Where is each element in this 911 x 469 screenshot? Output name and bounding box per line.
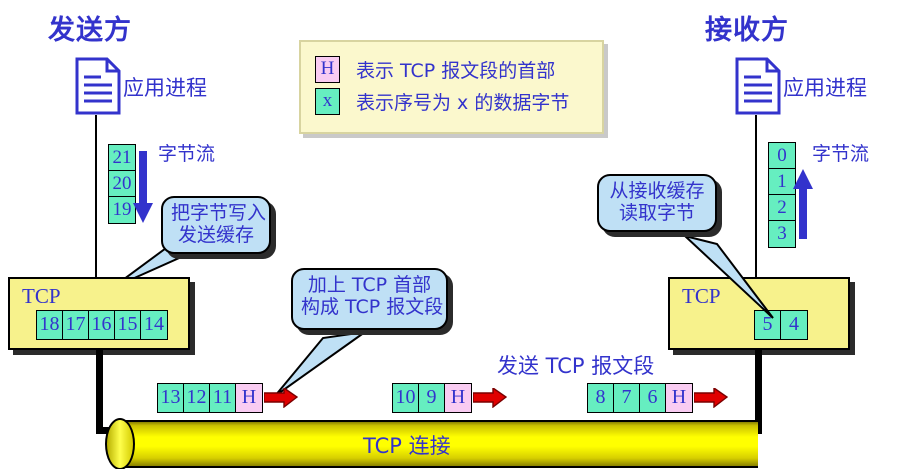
byte-stream-right: 0 1 2 3 bbox=[768, 142, 796, 248]
buffer-cell: 14 bbox=[141, 311, 167, 339]
legend-row-header: H 表示 TCP 报文段的首部 bbox=[315, 56, 588, 83]
tcp-send-buffer-cells: 18 17 16 15 14 bbox=[36, 310, 168, 340]
segment-data-cell: 9 bbox=[419, 384, 445, 412]
connector-line-left-app-to-tcp bbox=[95, 115, 97, 277]
legend-text-data: 表示序号为 x 的数据字节 bbox=[356, 92, 570, 114]
tcp-connection-pipe-cap-left bbox=[105, 418, 135, 469]
segment-data-cell: 7 bbox=[614, 384, 640, 412]
byte-stream-arrow-up-icon bbox=[793, 169, 813, 239]
callout-write-bytes-line2: 发送缓存 bbox=[177, 224, 254, 247]
callout-read-bytes-line2: 读取字节 bbox=[618, 202, 695, 225]
callout-read-bytes-line1: 从接收缓存 bbox=[609, 180, 705, 202]
segment-header-cell: H bbox=[445, 384, 471, 412]
buffer-cell: 4 bbox=[781, 311, 807, 339]
tcp-connection-pipe bbox=[118, 420, 758, 468]
segment-header-cell: H bbox=[236, 384, 262, 412]
buffer-cell: 17 bbox=[63, 311, 89, 339]
byte-stream-left: 21 20 19 bbox=[108, 144, 136, 224]
legend-swatch-header: H bbox=[315, 56, 340, 83]
application-process-icon-right bbox=[735, 57, 781, 115]
segment-3: 8 7 6 H bbox=[587, 383, 693, 413]
legend-swatch-data: x bbox=[315, 88, 340, 115]
tcp-receive-label: TCP bbox=[682, 284, 721, 308]
connector-line-left-tcp-to-pipe bbox=[96, 350, 103, 434]
callout-write-bytes-line1: 把字节写入 bbox=[171, 202, 267, 224]
byte-cell: 3 bbox=[769, 221, 795, 247]
segment-data-cell: 12 bbox=[184, 384, 210, 412]
tcp-connection-label: TCP 连接 bbox=[363, 434, 451, 458]
segment-2-arrow-icon bbox=[473, 388, 507, 408]
buffer-cell: 15 bbox=[115, 311, 141, 339]
callout-add-header-line1: 加上 TCP 首部 bbox=[307, 274, 432, 296]
buffer-cell: 16 bbox=[89, 311, 115, 339]
application-process-icon-left bbox=[75, 57, 121, 115]
callout-tail-read-bytes bbox=[684, 235, 774, 319]
segment-2: 10 9 H bbox=[392, 383, 472, 413]
byte-stream-arrow-down-icon bbox=[133, 151, 153, 223]
application-process-label-right: 应用进程 bbox=[783, 76, 867, 100]
legend-row-data: x 表示序号为 x 的数据字节 bbox=[315, 88, 588, 115]
tcp-receive-buffer-cells: 5 4 bbox=[754, 310, 808, 340]
tcp-send-label: TCP bbox=[22, 284, 61, 308]
byte-cell: 20 bbox=[109, 171, 135, 197]
byte-stream-label-right: 字节流 bbox=[812, 143, 870, 165]
buffer-cell: 5 bbox=[755, 311, 781, 339]
sender-title: 发送方 bbox=[48, 15, 132, 46]
segment-data-cell: 13 bbox=[158, 384, 184, 412]
segment-1-arrow-icon bbox=[264, 388, 298, 408]
legend-box: H 表示 TCP 报文段的首部 x 表示序号为 x 的数据字节 bbox=[299, 40, 604, 134]
callout-tail-add-header bbox=[274, 331, 366, 397]
byte-cell: 19 bbox=[109, 197, 135, 223]
byte-cell: 0 bbox=[769, 143, 795, 169]
segment-data-cell: 6 bbox=[640, 384, 666, 412]
segment-data-cell: 11 bbox=[210, 384, 236, 412]
segment-data-cell: 8 bbox=[588, 384, 614, 412]
receiver-title: 接收方 bbox=[705, 15, 789, 46]
application-process-label-left: 应用进程 bbox=[123, 76, 207, 100]
legend-text-header: 表示 TCP 报文段的首部 bbox=[356, 60, 556, 82]
buffer-cell: 18 bbox=[37, 311, 63, 339]
segment-header-cell: H bbox=[666, 384, 692, 412]
segment-data-cell: 10 bbox=[393, 384, 419, 412]
segment-1: 13 12 11 H bbox=[157, 383, 263, 413]
callout-add-header: 加上 TCP 首部 构成 TCP 报文段 bbox=[291, 268, 448, 330]
connector-line-right-app-to-tcp bbox=[755, 115, 757, 277]
callout-read-bytes: 从接收缓存 读取字节 bbox=[597, 174, 717, 232]
byte-cell: 21 bbox=[109, 145, 135, 171]
callout-write-bytes: 把字节写入 发送缓存 bbox=[161, 196, 271, 254]
send-segment-label: 发送 TCP 报文段 bbox=[497, 354, 655, 378]
callout-add-header-line2: 构成 TCP 报文段 bbox=[301, 296, 444, 319]
byte-cell: 1 bbox=[769, 169, 795, 195]
byte-stream-label-left: 字节流 bbox=[158, 143, 216, 165]
connector-line-right-tcp-to-pipe bbox=[755, 350, 762, 434]
segment-3-arrow-icon bbox=[694, 388, 728, 408]
byte-cell: 2 bbox=[769, 195, 795, 221]
